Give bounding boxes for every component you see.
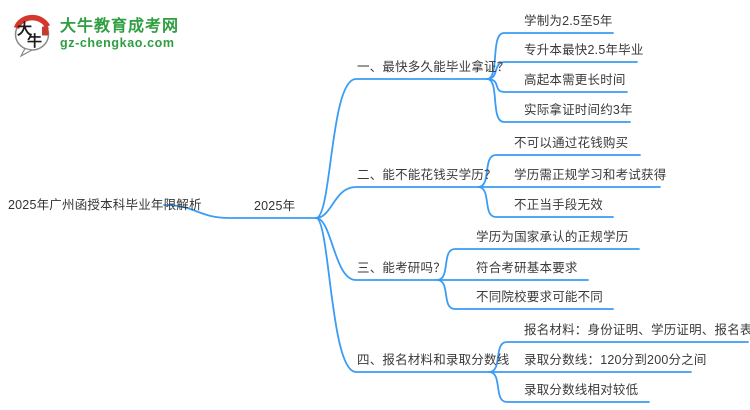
link-branch-3: [315, 217, 438, 281]
link-branch-1: [315, 78, 488, 219]
leaf-node: 不同院校要求可能不同: [476, 290, 604, 304]
link-leaf-2-3: [477, 186, 614, 218]
logo-speech-bubble-icon: 大 牛: [13, 11, 53, 58]
branch-label-3: 三、能考研吗？: [357, 261, 446, 275]
leaf-node: 学历需正规学习和考试获得: [514, 168, 667, 182]
link-root-center: [163, 204, 317, 219]
leaf-node: 符合考研基本要求: [476, 261, 578, 275]
logo-char-2: 牛: [27, 32, 42, 50]
leaf-node: 专升本最快2.5年毕业: [524, 43, 644, 57]
branch-label-2: 二、能不能花钱买学历？: [357, 168, 497, 182]
link-leaf-4-1: [488, 341, 749, 373]
leaf-node: 高起本需更长时间: [524, 73, 626, 87]
link-leaf-1-3: [486, 78, 628, 93]
link-branch-2: [315, 186, 479, 219]
logo-char-1: 大: [17, 20, 32, 38]
link-leaf-3-1: [436, 248, 640, 281]
leaf-node: 学制为2.5至5年: [524, 14, 613, 28]
center-node: 2025年: [254, 199, 296, 213]
root-node: 2025年广州函授本科毕业年限解析: [8, 198, 202, 212]
link-leaf-1-4: [486, 78, 631, 123]
link-leaf-4-3: [488, 371, 650, 403]
leaf-node: 不可以通过花钱购买: [514, 136, 629, 150]
link-leaf-3-3: [436, 279, 614, 310]
brand-name: 大牛教育成考网: [60, 18, 180, 35]
leaf-node: 实际拿证时间约3年: [524, 103, 633, 117]
logo: 大 牛 大牛教育成考网 gz-chengkao.com: [13, 11, 179, 58]
leaf-node: 报名材料：身份证明、学历证明、报名表、照片: [524, 323, 750, 337]
branch-label-4: 四、报名材料和录取分数线: [357, 353, 510, 367]
logo-text: 大牛教育成考网 gz-chengkao.com: [60, 11, 179, 51]
site-domain: gz-chengkao.com: [60, 36, 175, 50]
leaf-node: 不正当手段无效: [514, 198, 603, 212]
leaf-node: 学历为国家承认的正规学历: [476, 230, 629, 244]
leaf-node: 录取分数线：120分到200分之间: [524, 353, 707, 367]
link-branch-4: [315, 217, 490, 373]
leaf-node: 录取分数线相对较低: [524, 383, 639, 397]
link-leaf-1-1: [486, 32, 614, 80]
branch-label-1: 一、最快多久能毕业拿证？: [357, 60, 510, 74]
link-leaf-2-1: [477, 154, 641, 188]
